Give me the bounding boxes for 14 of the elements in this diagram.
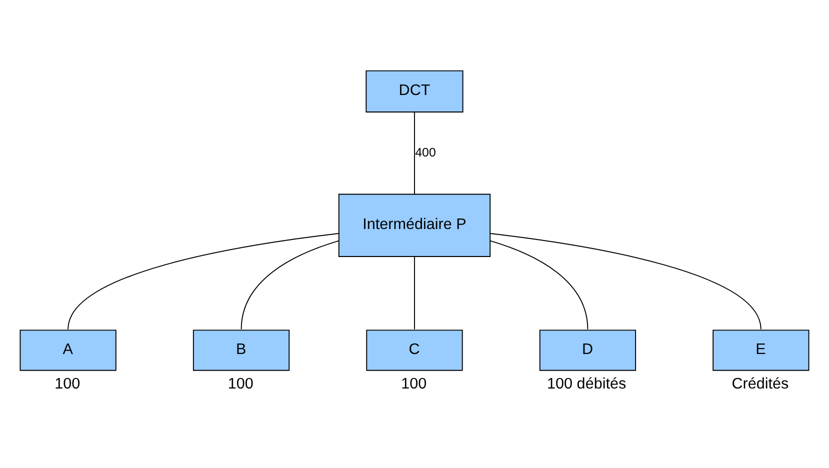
connector xyxy=(414,112,415,195)
node-label: Crédités xyxy=(732,375,789,392)
node-box: DCT xyxy=(366,70,464,112)
node-label: 100 xyxy=(228,375,254,392)
edge-label: 400 xyxy=(415,145,436,160)
connector xyxy=(240,240,340,330)
connector xyxy=(414,256,415,330)
node-label: 100 xyxy=(401,375,427,392)
connector xyxy=(490,240,588,330)
node-label: 100 xyxy=(54,375,80,392)
connector xyxy=(68,233,339,330)
node-label: 100 débités xyxy=(547,375,626,392)
connector xyxy=(490,233,762,330)
node-box: Intermédiaire P xyxy=(338,194,491,257)
